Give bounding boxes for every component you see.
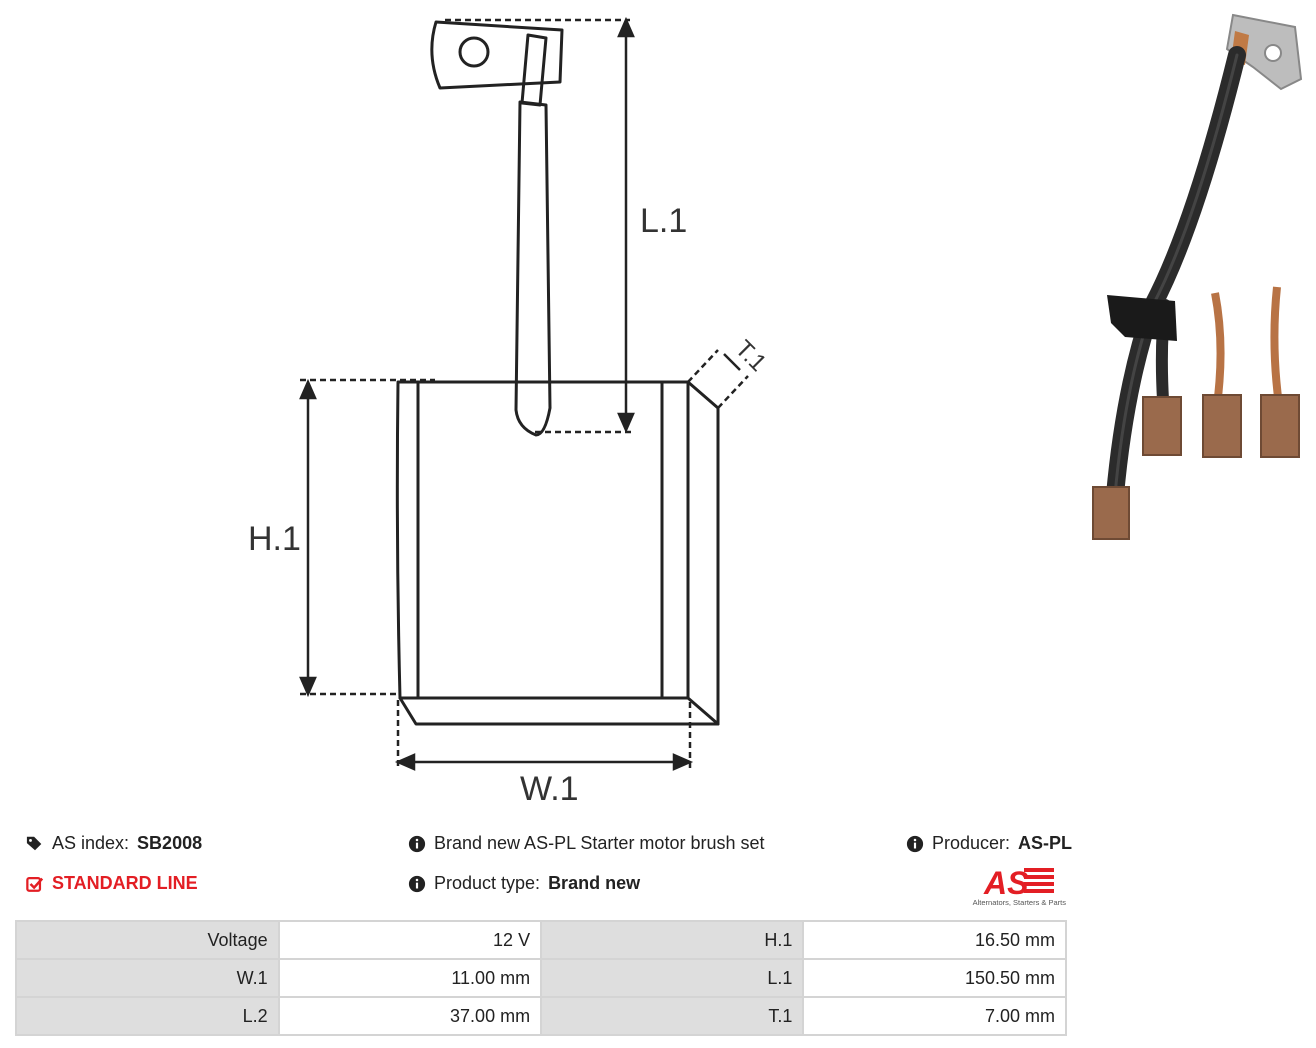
product-type-value: Brand new xyxy=(548,873,641,893)
label-h1: H.1 xyxy=(248,520,301,558)
table-row: W.1 11.00 mm L.1 150.50 mm xyxy=(15,958,1067,998)
description-text: Brand new AS-PL Starter motor brush set xyxy=(434,833,765,853)
producer-value: AS-PL xyxy=(1018,833,1073,853)
table-row: Voltage 12 V H.1 16.50 mm xyxy=(15,920,1067,960)
product-line: STANDARD LINE xyxy=(26,873,198,894)
spec-key: T.1 xyxy=(540,996,805,1036)
spec-value: 150.50 mm xyxy=(802,958,1067,998)
product-line-label: STANDARD LINE xyxy=(52,873,198,893)
logo-tagline: Alternators, Starters & Parts xyxy=(973,898,1067,907)
specs-table: Voltage 12 V H.1 16.50 mm W.1 11.00 mm L… xyxy=(15,920,1067,1036)
producer: Producer: AS-PL xyxy=(906,833,1072,854)
spec-key: L.1 xyxy=(540,958,805,998)
as-index: AS index: SB2008 xyxy=(26,833,202,854)
label-l1: L.1 xyxy=(640,202,687,240)
product-photo xyxy=(1092,13,1303,540)
product-type: Product type: Brand new xyxy=(408,873,640,894)
checkbox-checked-icon xyxy=(26,876,44,892)
product-description: Brand new AS-PL Starter motor brush set xyxy=(408,833,765,854)
as-index-label: AS index: xyxy=(52,833,130,853)
info-icon xyxy=(408,835,426,852)
product-type-label: Product type: xyxy=(434,873,541,893)
spec-key: Voltage xyxy=(15,920,280,960)
spec-value: 11.00 mm xyxy=(277,958,543,998)
label-w1: W.1 xyxy=(520,770,579,808)
label-t1: T.1 xyxy=(730,335,772,377)
logo-mark: AS xyxy=(983,865,1029,901)
table-row: L.2 37.00 mm T.1 7.00 mm xyxy=(15,996,1067,1036)
info-icon xyxy=(408,875,426,892)
spec-key: W.1 xyxy=(15,958,280,998)
dimension-diagram: L.1 H.1 W.1 T.1 xyxy=(248,16,772,808)
tags-icon xyxy=(26,836,42,850)
spec-key: L.2 xyxy=(15,996,280,1036)
producer-label: Producer: xyxy=(932,833,1011,853)
info-icon xyxy=(906,835,924,852)
spec-value: 16.50 mm xyxy=(802,920,1067,960)
spec-value: 7.00 mm xyxy=(802,996,1067,1036)
spec-key: H.1 xyxy=(540,920,805,960)
as-index-value: SB2008 xyxy=(137,833,203,853)
spec-value: 12 V xyxy=(277,920,543,960)
spec-value: 37.00 mm xyxy=(277,996,543,1036)
as-pl-logo: AS Alternators, Starters & Parts xyxy=(973,865,1067,907)
